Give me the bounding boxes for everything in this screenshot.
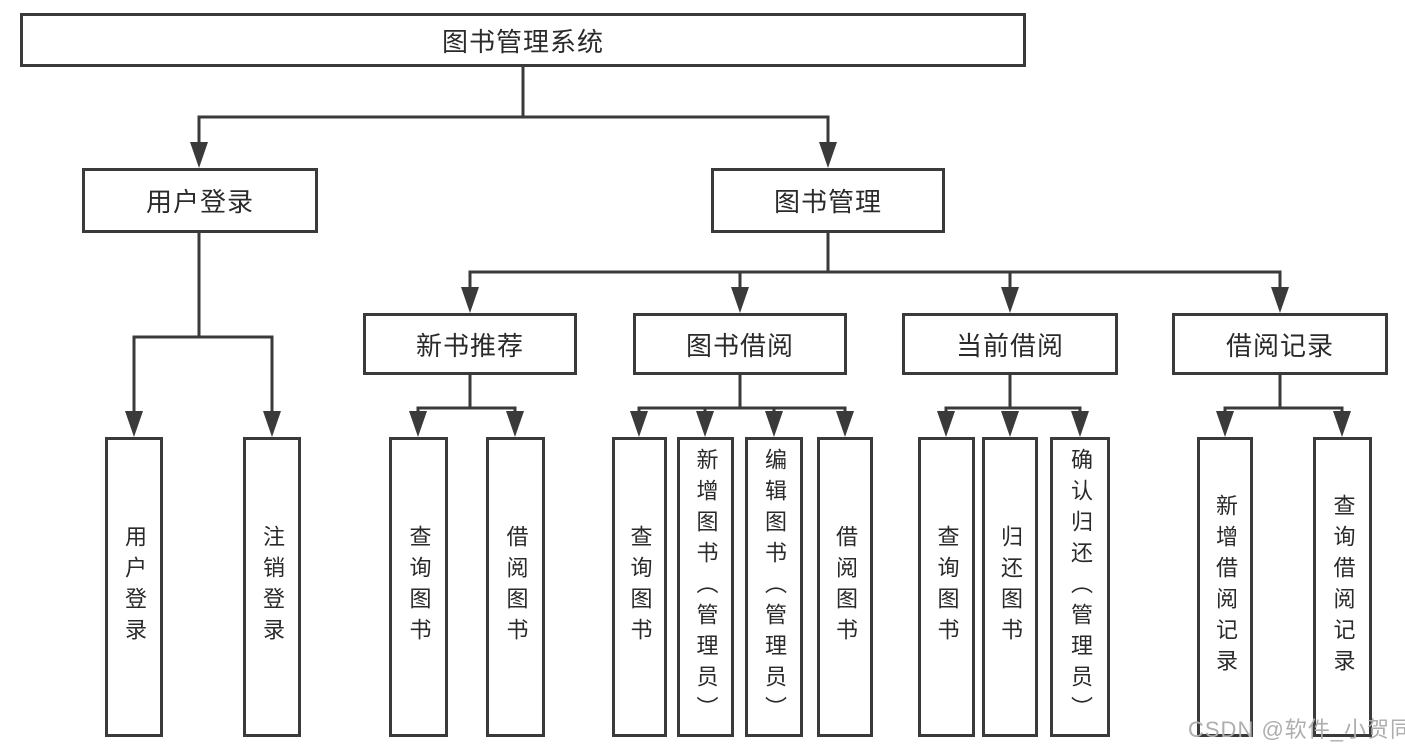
node-label: 图书管理系统 — [441, 26, 604, 57]
leaf-return-books: 归还图书 — [982, 437, 1038, 737]
node-label: 新增借阅记录 — [1213, 494, 1238, 680]
node-label: 查询图书 — [627, 525, 653, 649]
node-book-borrow: 图书借阅 — [633, 313, 847, 375]
node-label: 图书借阅 — [685, 330, 794, 361]
node-borrow-records: 借阅记录 — [1172, 313, 1388, 375]
csdn-watermark: CSDN @软件_小贺同学 — [1188, 717, 1405, 742]
leaf-query-books-current: 查询图书 — [918, 437, 975, 737]
node-current-borrow: 当前借阅 — [902, 313, 1118, 375]
leaf-borrow-books: 借阅图书 — [817, 437, 873, 737]
node-label: 新书推荐 — [415, 330, 524, 361]
leaf-query-books-recommend: 查询图书 — [389, 437, 448, 737]
node-label: 查询图书 — [934, 525, 960, 649]
leaf-add-books-admin: 新增图书（管理员） — [677, 437, 734, 737]
leaf-query-books-borrow: 查询图书 — [612, 437, 667, 737]
node-label: 借阅图书 — [833, 525, 858, 649]
node-label: 用户登录 — [122, 525, 147, 649]
leaf-confirm-return-admin: 确认归还（管理员） — [1050, 437, 1110, 737]
node-label: 归还图书 — [998, 525, 1023, 649]
leaf-borrow-books-recommend: 借阅图书 — [486, 437, 545, 737]
node-label: 编辑图书（管理员） — [762, 447, 787, 727]
node-label: 借阅图书 — [503, 525, 529, 649]
node-book-management: 图书管理 — [711, 168, 945, 233]
node-user-login: 用户登录 — [82, 168, 318, 233]
node-label: 注销登录 — [260, 525, 285, 649]
node-label: 查询借阅记录 — [1330, 494, 1356, 680]
leaf-add-borrow-record: 新增借阅记录 — [1197, 437, 1253, 737]
node-label: 查询图书 — [406, 525, 432, 649]
leaf-query-borrow-record: 查询借阅记录 — [1313, 437, 1372, 737]
leaf-logout: 注销登录 — [243, 437, 301, 737]
node-label: 借阅记录 — [1225, 330, 1334, 361]
node-label: 确认归还（管理员） — [1068, 447, 1093, 727]
leaf-edit-books-admin: 编辑图书（管理员） — [745, 437, 803, 737]
node-label: 用户登录 — [145, 187, 254, 217]
node-label: 当前借阅 — [955, 330, 1064, 361]
node-root-library-system: 图书管理系统 — [20, 13, 1026, 67]
node-label: 图书管理 — [773, 187, 882, 217]
node-new-book-recommend: 新书推荐 — [363, 313, 577, 375]
arrowheads — [125, 142, 1351, 437]
node-label: 新增图书（管理员） — [693, 447, 719, 727]
leaf-user-login: 用户登录 — [105, 437, 163, 737]
